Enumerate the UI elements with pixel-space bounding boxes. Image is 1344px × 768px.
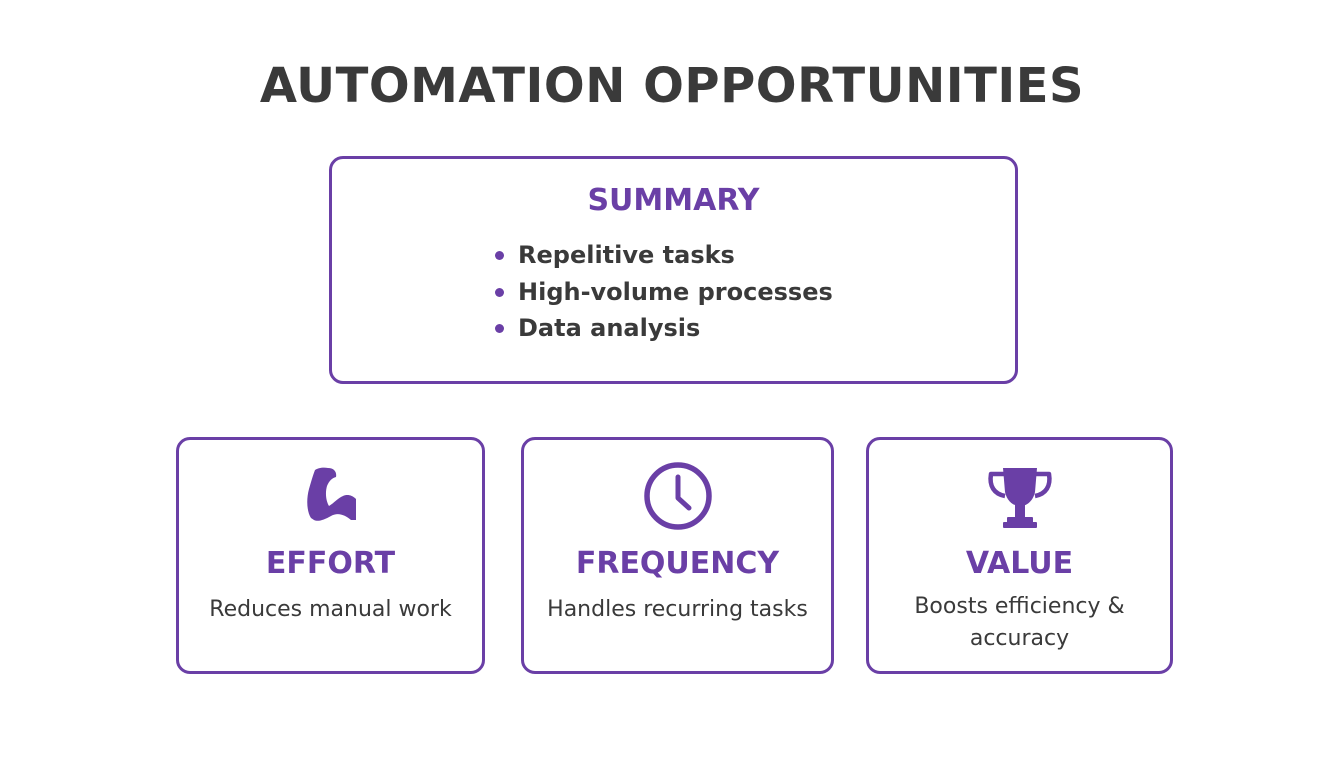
summary-heading: SUMMARY: [587, 183, 760, 218]
effort-card: EFFORT Reduces manual work: [176, 437, 485, 674]
frequency-card: FREQUENCY Handles recurring tasks: [521, 437, 834, 674]
value-description: Boosts efficiency & accuracy: [914, 594, 1125, 651]
summary-list-item: Data analysis: [488, 310, 833, 347]
frequency-description: Handles recurring tasks: [547, 597, 808, 622]
summary-item-label: Data analysis: [518, 314, 701, 342]
effort-description: Reduces manual work: [209, 597, 452, 622]
clock-icon: [638, 456, 718, 536]
summary-item-label: High-volume processes: [518, 277, 833, 306]
trophy-icon: [980, 456, 1060, 536]
frequency-title: FREQUENCY: [575, 546, 780, 581]
summary-list-item: High-volume processes: [488, 274, 833, 311]
flexed-arm-icon: [291, 456, 371, 536]
value-card: VALUE Boosts efficiency & accuracy: [866, 437, 1173, 674]
bullet-icon: [495, 287, 504, 297]
summary-list: Repelitive tasks High-volume processes D…: [488, 237, 833, 347]
value-title: VALUE: [965, 546, 1074, 581]
bullet-icon: [495, 324, 504, 333]
summary-list-item: Repelitive tasks: [488, 237, 833, 274]
summary-item-label: Repelitive tasks: [518, 241, 735, 269]
summary-box: SUMMARY Repelitive tasks High-volume pro…: [329, 156, 1018, 384]
page-title: AUTOMATION OPPORTUNITIES: [259, 58, 1085, 114]
bullet-icon: [495, 251, 504, 260]
effort-title: EFFORT: [265, 546, 396, 581]
